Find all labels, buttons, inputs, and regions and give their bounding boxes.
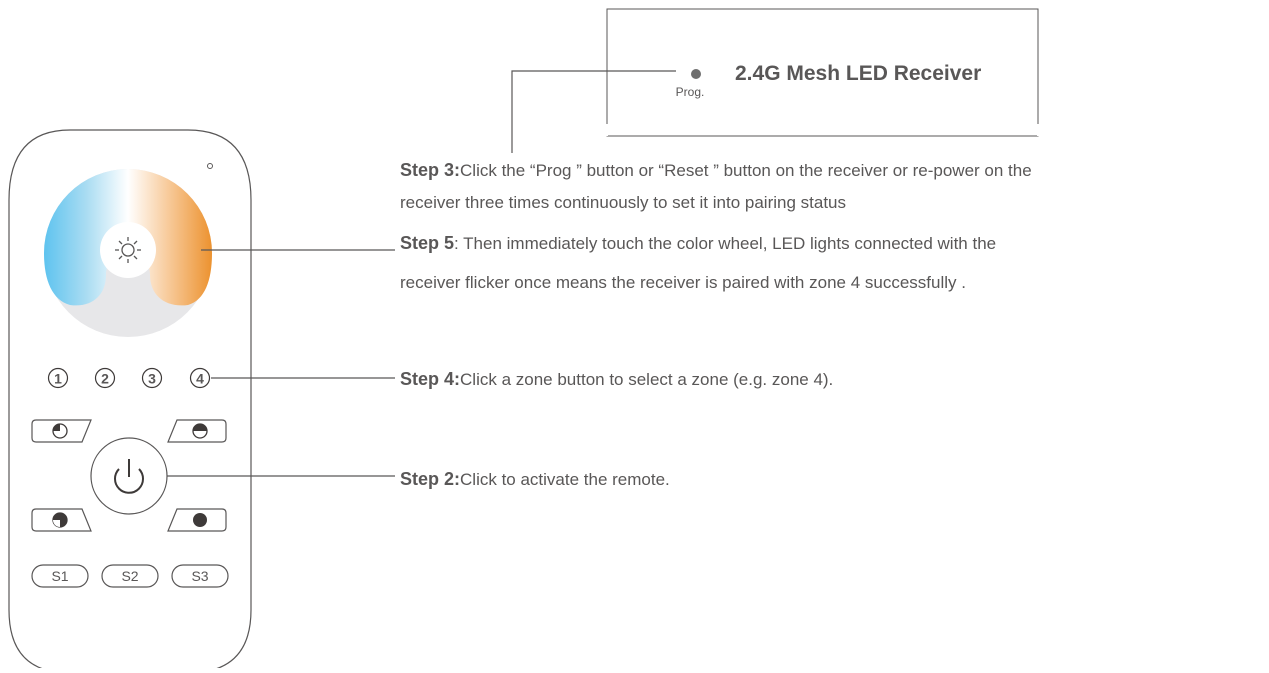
leader-step3 [511, 70, 676, 153]
step3-text-1: Click the “Prog ” button or “Reset ” but… [460, 161, 1032, 180]
power-button[interactable] [90, 437, 168, 515]
brightness-75-button[interactable] [31, 508, 92, 532]
scene-s3-label: S3 [191, 568, 208, 584]
scene-s3-button[interactable]: S3 [171, 564, 229, 588]
zone-2-button[interactable]: 2 [94, 367, 116, 389]
brightness-25-button[interactable] [31, 419, 92, 443]
step3-line1: Step 3:Click the “Prog ” button or “Rese… [400, 155, 1032, 186]
color-wheel[interactable] [44, 169, 212, 337]
brightness-sun-icon [115, 237, 141, 263]
zone-2-label: 2 [101, 371, 109, 387]
step2-line: Step 2:Click to activate the remote. [400, 464, 670, 495]
scene-s1-label: S1 [51, 568, 68, 584]
step4-line: Step 4:Click a zone button to select a z… [400, 364, 833, 395]
zone-1-button[interactable]: 1 [47, 367, 69, 389]
step5-text-2: receiver flicker once means the receiver… [400, 273, 966, 292]
receiver-title: 2.4G Mesh LED Receiver [735, 62, 981, 85]
indicator-led-icon [207, 163, 213, 169]
power-icon [114, 468, 144, 494]
full-circle-icon [193, 513, 207, 527]
step4-text: Click a zone button to select a zone (e.… [460, 370, 834, 389]
prog-label: Prog. [676, 85, 705, 99]
zone-3-label: 3 [148, 371, 156, 387]
prog-button-dot[interactable] [691, 69, 701, 79]
step2-label: Step 2: [400, 469, 461, 489]
zone-4-button[interactable]: 4 [189, 367, 211, 389]
zone-3-button[interactable]: 3 [141, 367, 163, 389]
step5-label: Step 5 [400, 233, 455, 253]
zone-4-label: 4 [196, 371, 204, 387]
step5-line2: receiver flicker once means the receiver… [400, 268, 966, 298]
zone-1-label: 1 [54, 371, 62, 387]
step2-text: Click to activate the remote. [460, 470, 670, 489]
scene-s1-button[interactable]: S1 [31, 564, 89, 588]
brightness-100-button[interactable] [167, 508, 227, 532]
step3-label: Step 3: [400, 160, 461, 180]
step5-text-1: : Then immediately touch the color wheel… [454, 234, 997, 253]
brightness-50-button[interactable] [167, 419, 227, 443]
step3-line2: receiver three times continuously to set… [400, 188, 846, 218]
step5-line1: Step 5: Then immediately touch the color… [400, 228, 996, 259]
step4-label: Step 4: [400, 369, 461, 389]
step3-text-2: receiver three times continuously to set… [400, 193, 846, 212]
scene-s2-button[interactable]: S2 [101, 564, 159, 588]
scene-s2-label: S2 [121, 568, 138, 584]
receiver-box [606, 8, 1039, 137]
